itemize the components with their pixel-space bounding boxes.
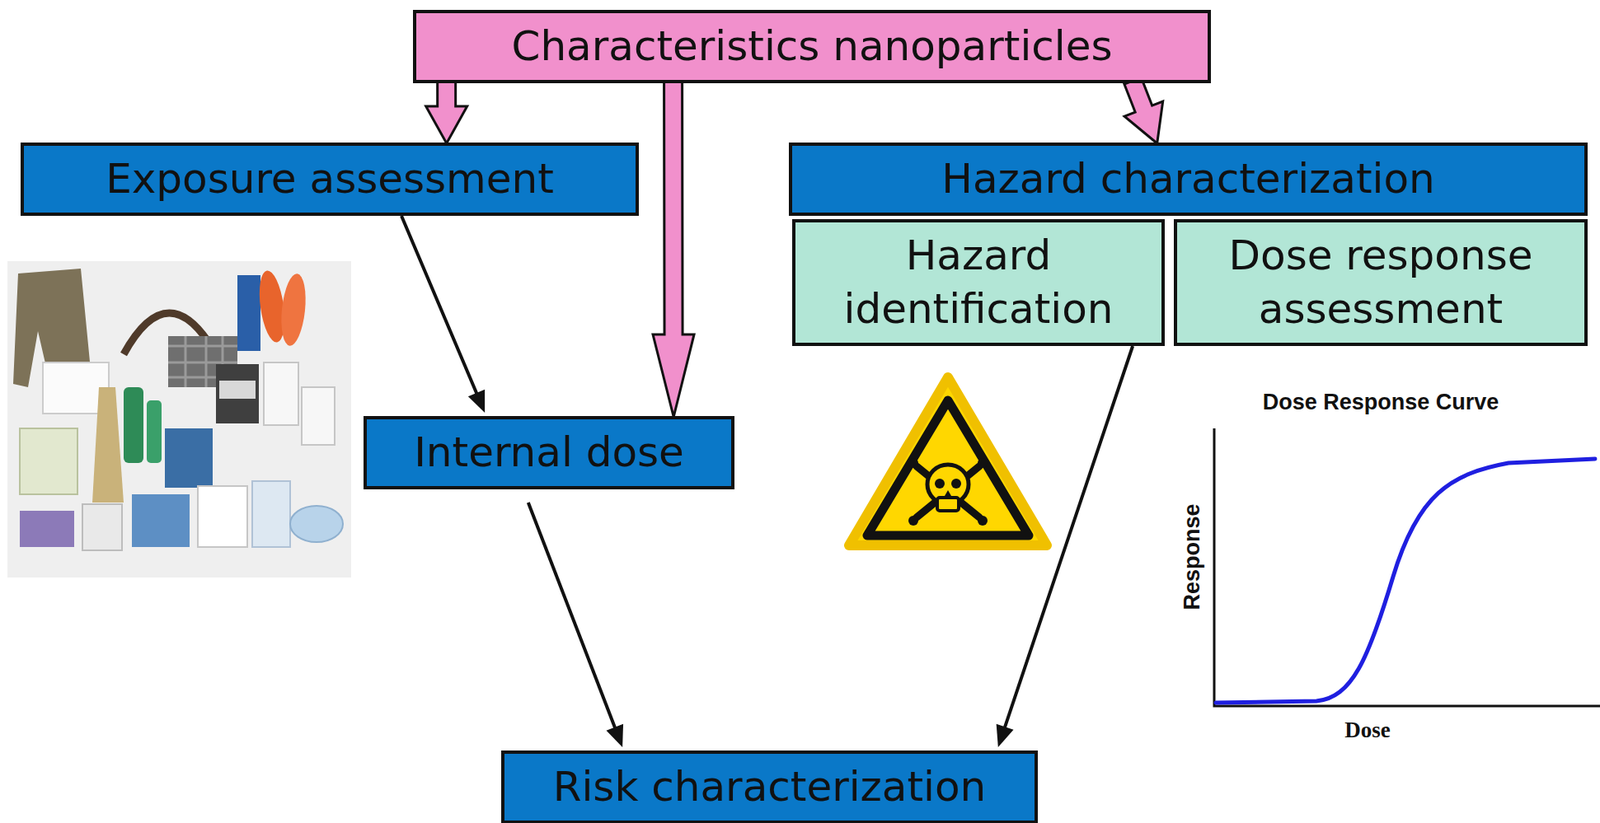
box [164, 428, 213, 488]
device [82, 504, 122, 551]
block-arrow [1124, 77, 1164, 144]
block-arrow [652, 80, 695, 418]
chart-title: Dose Response Curve [1262, 389, 1500, 416]
process-box: Internal dose [363, 416, 735, 490]
package [19, 428, 78, 495]
dose-response-curve [1215, 459, 1596, 704]
arrow-head [996, 724, 1014, 748]
products-photo [7, 261, 352, 578]
arrow-head [468, 389, 485, 413]
package [252, 481, 291, 548]
sub-step-box: Dose response assessment [1173, 219, 1588, 347]
box-text: Characteristics nanoparticles [511, 19, 1113, 74]
face-mask [290, 506, 343, 543]
bone-end [908, 458, 919, 469]
package [197, 486, 248, 548]
warning-triangle [849, 377, 1047, 546]
block-arrow-shape [652, 80, 695, 418]
sub-step-box: Hazard identification [792, 219, 1165, 347]
box-text: Hazard characterization [941, 152, 1435, 207]
connector-line [528, 502, 617, 732]
axis-label: Response [1179, 503, 1206, 610]
skull-eye [934, 478, 945, 489]
package [263, 362, 299, 426]
warning-triangle-border [867, 400, 1029, 536]
bottle [123, 387, 144, 464]
box-text: Dose response assessment [1190, 229, 1572, 337]
bone-end [977, 458, 988, 469]
can-label [219, 380, 256, 399]
bone-end [908, 516, 919, 526]
package [131, 494, 190, 548]
arrow-connector [996, 346, 1133, 748]
bottle [146, 400, 162, 464]
block-arrow-shape [1124, 77, 1164, 144]
skull-jaw [937, 497, 959, 512]
result-box: Risk characterization [501, 750, 1038, 823]
box-text: Internal dose [413, 426, 685, 480]
skull-eye [951, 478, 962, 489]
tie [92, 387, 124, 503]
block-arrow [426, 80, 468, 144]
dose-response-chart [1214, 428, 1600, 707]
connector-line [1003, 346, 1133, 732]
connector-line [401, 215, 479, 398]
box-text: Risk characterization [553, 760, 987, 815]
block-arrow-shape [426, 80, 468, 144]
insole [277, 272, 309, 348]
package [19, 511, 75, 548]
can [215, 364, 259, 424]
box-text: Hazard identification [808, 229, 1149, 337]
arrow-connector [401, 215, 485, 413]
axis-label: Dose [1344, 717, 1391, 744]
skull-nose [944, 490, 952, 497]
arrow-head [606, 724, 625, 748]
process-box: Exposure assessment [20, 142, 639, 216]
package [301, 387, 335, 446]
source-box: Characteristics nanoparticles [412, 9, 1211, 84]
chart-axes [1214, 428, 1600, 707]
photo-background [7, 261, 352, 578]
box-text: Exposure assessment [105, 152, 554, 207]
bone-end [977, 516, 988, 526]
hazard-sign [849, 377, 1047, 546]
package [237, 275, 261, 352]
process-box: Hazard characterization [788, 142, 1588, 216]
arrow-connector [528, 502, 624, 748]
